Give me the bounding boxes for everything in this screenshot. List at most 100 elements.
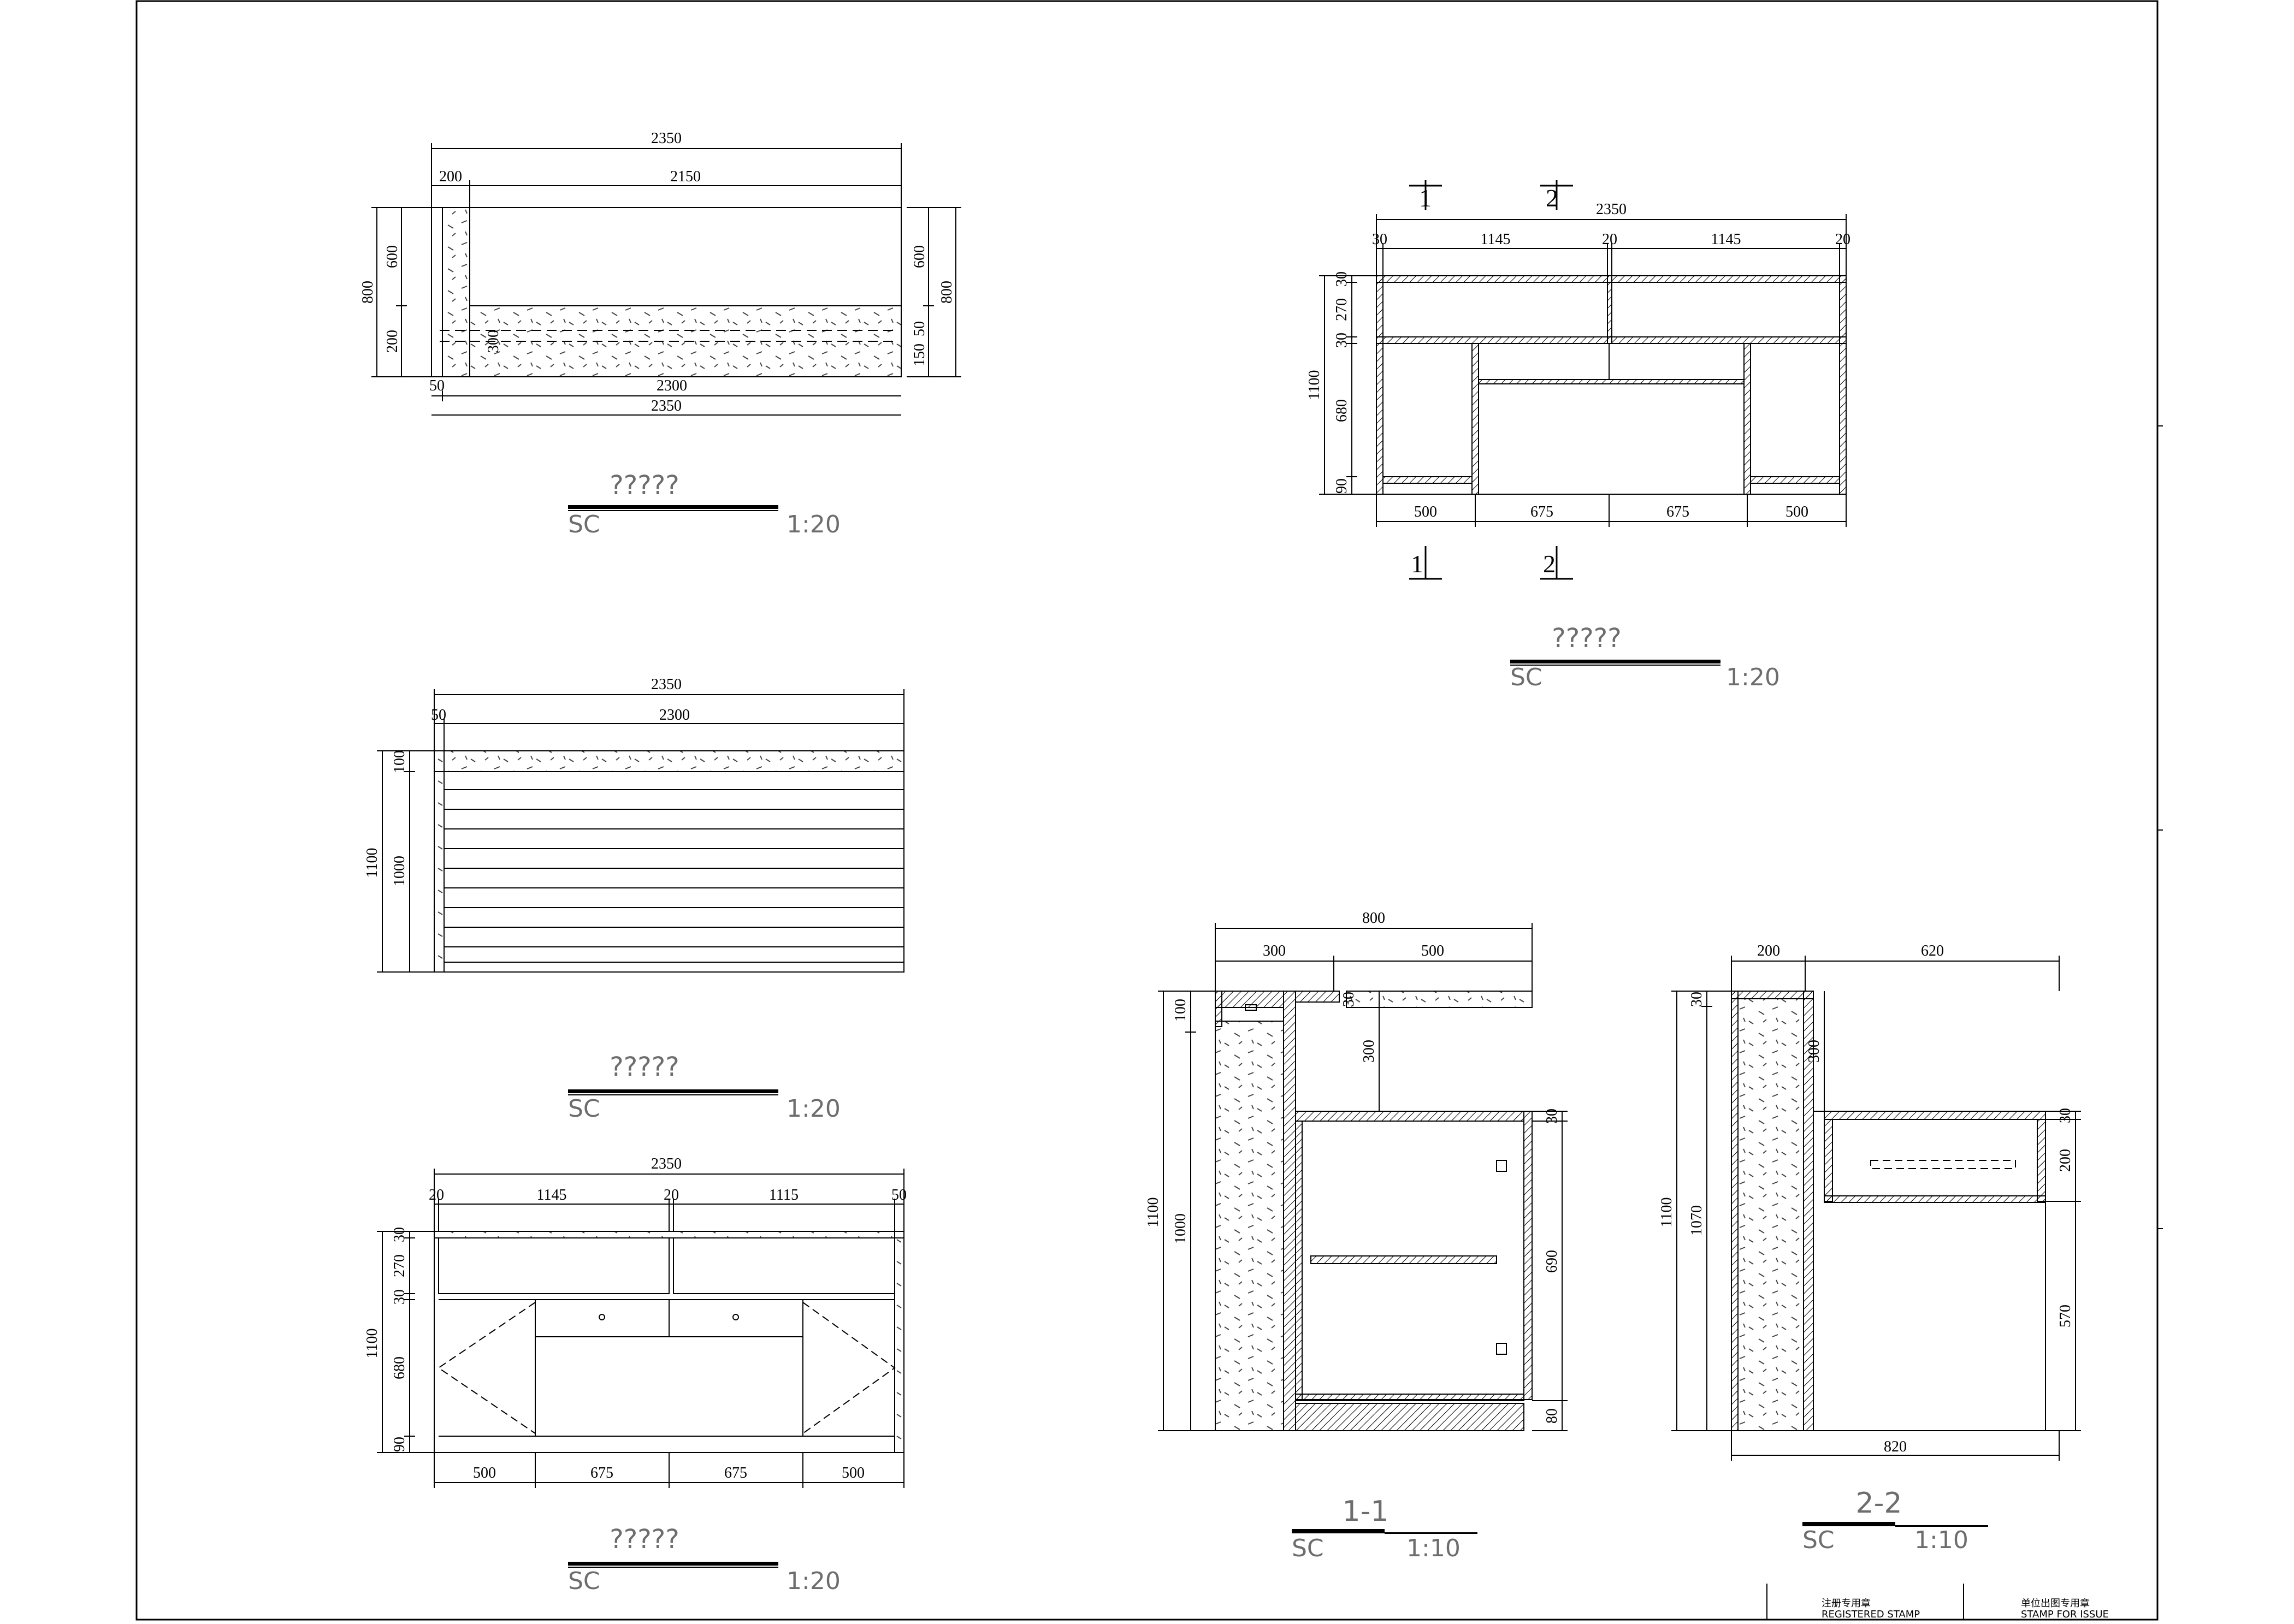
back-lower-code: SC: [568, 1567, 600, 1595]
plan-dim-right-small2: 50: [911, 321, 928, 336]
stamp-issue-en: STAMP FOR ISSUE: [2021, 1609, 2109, 1620]
plan-dim-top-total: 2350: [651, 130, 682, 147]
plan-dim-bot-total: 2350: [651, 398, 682, 414]
back-lower-dim-t1: 20: [429, 1187, 444, 1204]
plan-title: ?????: [610, 470, 679, 501]
back-upper-dim-t5: 20: [1835, 231, 1850, 248]
section-mark-1-top: 1: [1419, 184, 1432, 212]
section-1-1: [1158, 923, 1568, 1431]
front-dim-left-mid: 1000: [391, 856, 408, 886]
plan-dim-left-bot: 200: [384, 330, 401, 353]
plan-dim-bot-left: 50: [429, 377, 445, 394]
plan-dim-right-total: 800: [938, 281, 955, 304]
back-lower-dim-t4: 1115: [769, 1187, 799, 1204]
front-title-block: ????? SC 1:20: [568, 1052, 841, 1123]
back-lower-dim-t3: 20: [664, 1187, 679, 1204]
s2-dim-inner: 300: [1806, 1040, 1823, 1063]
s2-code: SC: [1802, 1526, 1835, 1554]
back-lower-dim-b1: 500: [473, 1465, 496, 1481]
section-mark-2-bottom: 2: [1543, 550, 1556, 578]
back-elevation-lower: [377, 1169, 904, 1488]
s2-title: 2-2: [1856, 1487, 1902, 1520]
s1-dim-r2: 30: [1544, 1109, 1560, 1124]
front-dim-top-left: 50: [431, 707, 446, 724]
back-lower-dim-b2: 675: [590, 1465, 613, 1481]
s1-dim-left-top: 100: [1172, 999, 1189, 1022]
front-scale: 1:20: [787, 1095, 841, 1123]
back-upper-scale: 1:20: [1726, 663, 1780, 691]
back-lower-title: ?????: [610, 1524, 679, 1555]
section-mark-2-top: 2: [1546, 184, 1558, 212]
plan-dim-inner: 300: [485, 330, 502, 353]
section-2-2: [1671, 956, 2081, 1461]
s2-dim-r2: 200: [2057, 1149, 2074, 1172]
plan-view: [371, 143, 961, 416]
s1-dim-top-total: 800: [1362, 910, 1385, 927]
plan-dim-left-top: 600: [384, 245, 401, 268]
s1-scale: 1:10: [1406, 1534, 1461, 1562]
back-upper-dim-l3: 30: [1333, 333, 1350, 348]
back-upper-dim-top-total: 2350: [1596, 201, 1627, 218]
back-lower-dim-l3: 30: [391, 1289, 408, 1305]
plan-dim-top-left: 200: [439, 168, 462, 185]
s2-dim-r1: 30: [2057, 1108, 2074, 1123]
s2-dim-left-mid: 1070: [1688, 1205, 1705, 1236]
plan-title-block: ????? SC 1:20: [568, 470, 841, 538]
front-dim-top-mid: 2300: [659, 707, 690, 724]
front-dim-left-top: 100: [391, 750, 408, 773]
s1-dim-left-total: 1100: [1145, 1198, 1162, 1228]
plan-dim-left-total: 800: [359, 281, 376, 304]
back-lower-dim-left-total: 1100: [364, 1329, 381, 1359]
back-lower-dim-t2: 1145: [537, 1187, 567, 1204]
front-dim-left-total: 1100: [364, 848, 381, 878]
plan-dim-right-top: 600: [911, 245, 928, 268]
stamp-registered-cn: 注册专用章: [1822, 1598, 1871, 1609]
s1-code: SC: [1292, 1534, 1324, 1562]
back-upper-dim-b3: 675: [1666, 503, 1689, 520]
back-upper-dim-t3: 20: [1602, 231, 1617, 248]
s1-title-block: 1-1 SC 1:10: [1292, 1495, 1477, 1562]
s1-dim-inner-top: 30: [1340, 992, 1357, 1007]
plan-dim-right-small: 150: [911, 343, 928, 366]
stamp-area: [1766, 1584, 1964, 1620]
back-lower-title-block: ????? SC 1:20: [568, 1524, 841, 1595]
back-lower-dim-t5: 50: [891, 1187, 907, 1204]
back-lower-dim-b4: 500: [842, 1465, 865, 1481]
s2-dim-left-total: 1100: [1658, 1198, 1675, 1228]
back-upper-title-block: ????? SC 1:20: [1510, 623, 1780, 691]
s2-dim-r3: 570: [2057, 1305, 2074, 1327]
s1-dim-r4: 80: [1544, 1408, 1560, 1424]
s2-dim-bottom: 820: [1884, 1438, 1907, 1455]
back-upper-dim-t4: 1145: [1711, 231, 1741, 248]
back-lower-dim-top-total: 2350: [651, 1155, 682, 1172]
s1-dim-r3: 690: [1544, 1250, 1560, 1273]
back-upper-dim-t2: 1145: [1481, 231, 1511, 248]
plan-code: SC: [568, 511, 600, 538]
plan-scale: 1:20: [787, 511, 841, 538]
back-upper-dim-left-total: 1100: [1306, 370, 1323, 400]
back-lower-dim-l5: 90: [391, 1437, 408, 1452]
s2-dim-left-top: 30: [1688, 992, 1705, 1007]
plan-dim-bot-mid: 2300: [657, 377, 687, 394]
s2-dim-top-left: 200: [1757, 943, 1780, 959]
back-lower-dim-b3: 675: [724, 1465, 747, 1481]
back-upper-dim-b4: 500: [1785, 503, 1808, 520]
back-upper-dim-b1: 500: [1414, 503, 1437, 520]
s2-dim-top-right: 620: [1921, 943, 1944, 959]
back-upper-code: SC: [1510, 663, 1542, 691]
back-upper-dim-b2: 675: [1530, 503, 1553, 520]
s2-scale: 1:10: [1914, 1526, 1968, 1554]
stamp-issue-cn: 单位出图专用章: [2021, 1598, 2090, 1609]
back-lower-dim-l2: 270: [391, 1254, 408, 1277]
s1-dim-left-mid: 1000: [1172, 1213, 1189, 1244]
back-upper-dim-l5: 90: [1333, 478, 1350, 494]
s1-dim-top-right: 500: [1421, 943, 1444, 959]
front-code: SC: [568, 1095, 600, 1123]
s1-dim-top-left: 300: [1263, 943, 1286, 959]
front-dim-top-total: 2350: [651, 676, 682, 693]
back-upper-title: ?????: [1552, 623, 1621, 654]
s1-title: 1-1: [1343, 1495, 1389, 1528]
section-mark-1-bottom: 1: [1411, 550, 1423, 578]
